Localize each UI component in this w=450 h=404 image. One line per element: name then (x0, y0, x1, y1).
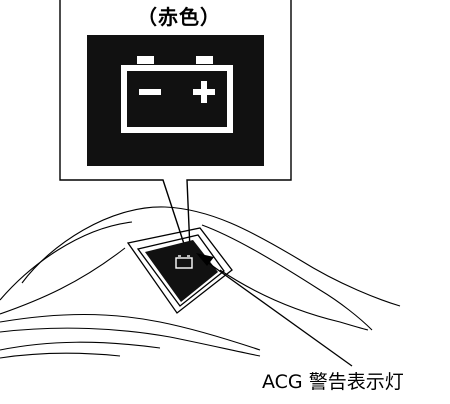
small-battery-icon (175, 255, 193, 269)
battery-icon (121, 56, 233, 133)
warning-lamp (145, 240, 218, 302)
arrow-head-icon (196, 253, 214, 266)
acg-warning-lamp-label: ACG 警告表示灯 (262, 371, 404, 393)
callout-frame (59, 0, 292, 251)
color-note-label: （赤色） (137, 5, 221, 29)
enlarged-battery-panel (87, 35, 264, 166)
instrument-housing (126, 227, 233, 314)
label-leader (196, 253, 353, 367)
vehicle-body-outline (0, 206, 401, 359)
